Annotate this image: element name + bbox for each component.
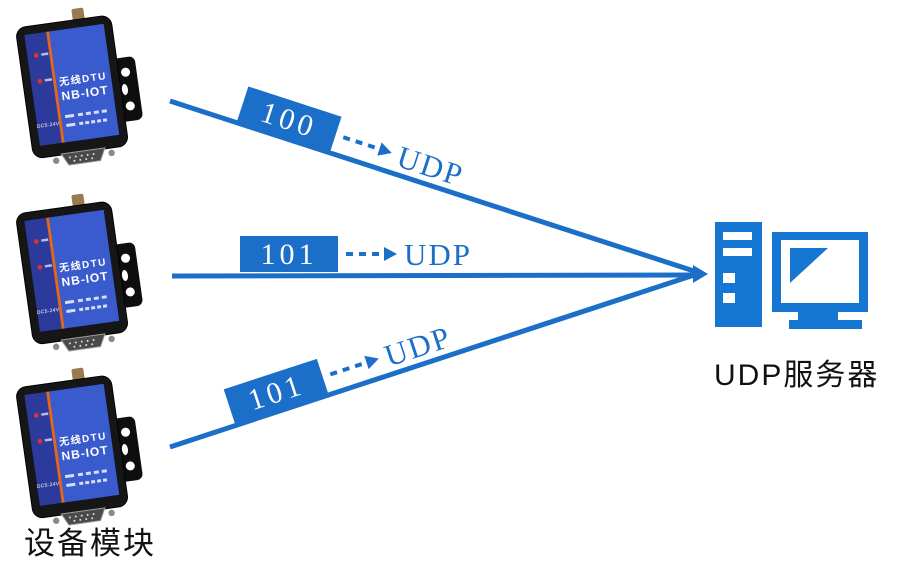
db9-serial-connector (60, 507, 106, 526)
db9-pins (68, 152, 95, 162)
device-panel-subtitle: NB-IOT (61, 443, 110, 463)
dtu-device-icon: 无线DTU NB-IOT DC5-24V (16, 7, 143, 166)
arrowhead-icon (384, 247, 397, 261)
arrowhead-icon (377, 142, 392, 156)
device-power-label: DC5-24V (37, 121, 61, 130)
led-label-mark (44, 264, 52, 268)
power-led (37, 438, 43, 444)
link-middle: 101 UDP (171, 236, 695, 279)
faceplate-divider (46, 391, 65, 503)
db9-screw (108, 335, 115, 343)
bracket-slot (121, 84, 129, 95)
devices-caption: 设备模块 (24, 526, 156, 561)
power-led (37, 78, 43, 84)
dashed-arrow (329, 360, 368, 377)
signal-indicator-marks (64, 469, 108, 487)
bracket-slot (121, 444, 129, 455)
device-power-label: DC5-24V (37, 481, 61, 490)
tower-drive-slot (723, 248, 752, 256)
faceplate-divider (46, 31, 65, 143)
bracket-hole (125, 287, 135, 297)
device-panel-subtitle: NB-IOT (61, 269, 110, 289)
db9-screw (108, 149, 115, 157)
power-led (37, 264, 43, 270)
device-power-label: DC5-24V (37, 307, 61, 316)
tower-button (723, 273, 735, 283)
device-faceplate-panel (49, 383, 120, 503)
dtu-device-2: 无线DTU NB-IOT DC5-24V (8, 192, 158, 364)
faceplate-divider (46, 217, 65, 329)
bracket-hole (121, 427, 131, 437)
signal-indicator-marks (64, 295, 108, 313)
dashed-arrow (342, 135, 381, 151)
arrowhead-icon (364, 355, 379, 370)
tower-drive-slot (723, 232, 752, 240)
packet-label: 101 (244, 368, 308, 417)
db9-screw (52, 343, 60, 350)
link-line (171, 272, 695, 279)
dtu-device-3: 无线DTU NB-IOT DC5-24V (8, 366, 158, 538)
db9-screw (108, 509, 115, 517)
server-caption: UDP服务器 (714, 359, 880, 392)
packet-box (240, 236, 338, 272)
bracket-hole (125, 461, 135, 471)
link-top: 100 UDP (169, 86, 698, 275)
led-label-mark (41, 412, 49, 416)
bracket-hole (121, 253, 131, 263)
led-label-mark (41, 52, 49, 56)
status-led (33, 239, 39, 244)
signal-indicator-marks (64, 109, 108, 127)
db9-serial-connector (60, 333, 106, 352)
db9-serial-connector (60, 147, 106, 166)
bracket-hole (125, 101, 135, 111)
status-led (33, 413, 39, 418)
packet-label: 100 (257, 96, 321, 145)
led-label-mark (41, 238, 49, 242)
packet-box (236, 86, 342, 153)
protocol-label: UDP (404, 237, 472, 272)
screen-triangle-glyph (790, 248, 828, 283)
tower-button (723, 293, 735, 303)
convergence-arrowhead-icon (693, 265, 708, 283)
db9-pins (68, 338, 95, 348)
db9-pins (68, 512, 95, 522)
db9-screw (52, 517, 60, 524)
bracket-slot (121, 270, 129, 281)
bracket-hole (121, 67, 131, 77)
led-label-mark (44, 438, 52, 442)
status-led (33, 53, 39, 58)
device-faceplate-panel (49, 209, 120, 329)
packet-label: 101 (261, 238, 318, 271)
dtu-device-1: 无线DTU NB-IOT DC5-24V (8, 6, 158, 178)
dtu-device-icon: 无线DTU NB-IOT DC5-24V (16, 193, 143, 352)
device-panel-subtitle: NB-IOT (61, 83, 110, 103)
monitor-neck (798, 311, 838, 321)
led-label-mark (44, 78, 52, 82)
udp-server-icon (708, 214, 878, 355)
dtu-device-icon: 无线DTU NB-IOT DC5-24V (16, 367, 143, 526)
db9-screw (52, 157, 60, 164)
packet-box (223, 358, 329, 426)
monitor-base (789, 320, 862, 329)
device-faceplate-panel (49, 23, 120, 143)
